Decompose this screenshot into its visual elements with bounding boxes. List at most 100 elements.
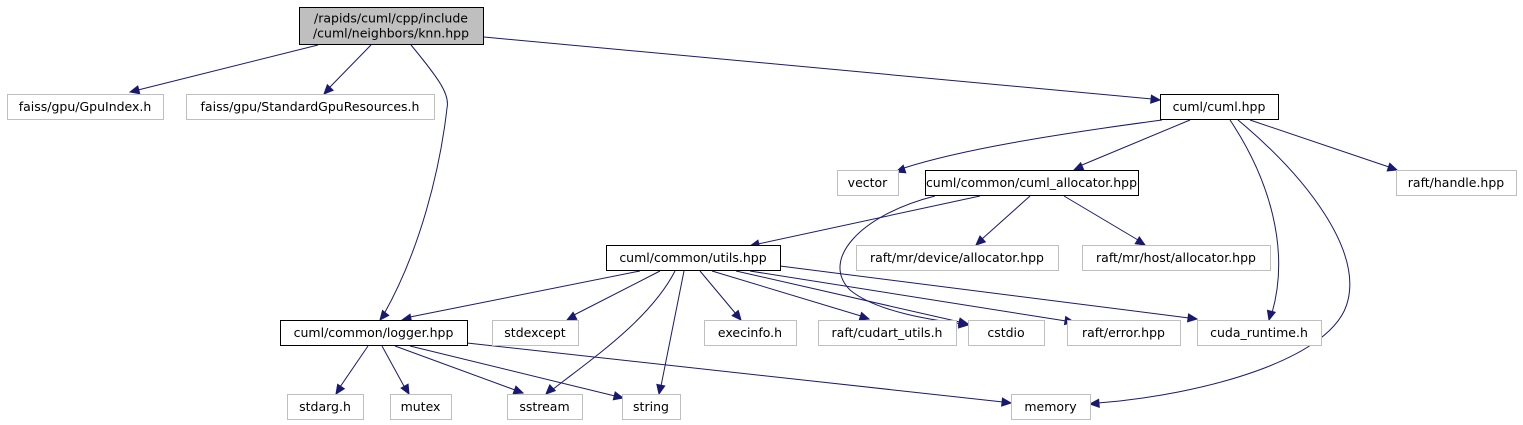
node-label: faiss/gpu/StandardGpuResources.h [201,99,420,114]
edge-utils-to-string [656,270,685,396]
edge-line [735,270,961,323]
arrowhead-icon [335,383,346,396]
edge-allocator-to-devalloc [975,195,1031,246]
arrowhead-icon [731,309,742,321]
node-label: cuml/common/cuml_allocator.hpp [926,175,1137,190]
arrowhead-icon [1150,94,1162,104]
edge-logger-to-stdarg [335,345,369,396]
node-label: raft/mr/device/allocator.hpp [870,250,1044,265]
arrowhead-icon [1072,161,1085,171]
arrowhead-icon [379,309,390,321]
edge-line [409,270,641,318]
node-label: vector [848,175,889,190]
node-box [1011,394,1091,420]
node-devalloc: raft/mr/device/allocator.hpp [856,245,1059,271]
node-box [507,394,583,420]
node-label: raft/handle.hpp [1408,175,1505,190]
edge-line [757,195,981,245]
edge-logger-to-mutex [381,345,410,396]
node-stdarg: stdarg.h [287,394,364,420]
node-utils[interactable]: cuml/common/utils.hpp [606,245,781,271]
node-box [622,394,681,420]
node-hostalloc: raft/mr/host/allocator.hpp [1082,245,1271,271]
edge-utils-to-logger [400,270,641,323]
arrowhead-icon [975,235,987,246]
arrowhead-icon [400,383,410,396]
arrowhead-icon [957,317,970,327]
node-box [492,320,579,346]
edge-utils-to-cudartutils [711,270,871,321]
node-stdexcept: stdexcept [492,320,579,346]
node-box [818,320,957,346]
node-box [1067,320,1181,346]
edges-layer [128,36,1399,408]
node-box [1396,170,1517,196]
edge-line [660,270,685,387]
edge-line [779,265,1190,319]
node-box [1197,320,1322,346]
edge-line [1229,119,1280,314]
node-label: /cuml/neighbors/knn.hpp [313,26,469,41]
edge-utils-to-sstream [545,270,676,395]
edge-line [839,195,964,325]
node-label: cstdio [987,325,1024,340]
edge-logger-to-sstream [394,345,525,395]
node-box [186,94,435,120]
edge-line [573,270,661,316]
node-label: raft/mr/host/allocator.hpp [1096,250,1256,265]
edge-line [1081,119,1191,166]
node-label: mutex [401,399,441,414]
node-cudartutils: raft/cudart_utils.h [818,320,957,346]
node-label: cuda_runtime.h [1210,325,1308,340]
node-label: faiss/gpu/GpuIndex.h [19,99,152,114]
node-mutex: mutex [390,394,452,420]
edge-line [1249,119,1390,168]
node-string: string [622,394,681,420]
node-label: memory [1024,399,1077,414]
node-label: cuml/common/utils.hpp [619,250,766,265]
edge-line [466,342,1004,403]
arrowhead-icon [1386,162,1399,172]
arrowhead-icon [858,311,871,321]
node-label: stdarg.h [299,399,351,414]
arrowhead-icon [323,83,335,95]
node-label: raft/cudart_utils.h [832,325,943,340]
node-box [287,394,364,420]
edge-cumlhpp-to-vector [894,119,1163,174]
edge-line [1097,119,1351,404]
edge-line [329,44,372,88]
node-box [1082,245,1271,271]
edge-line [981,195,1031,240]
arrowhead-icon [1186,313,1199,323]
edge-line [699,270,737,315]
node-logger[interactable]: cuml/common/logger.hpp [280,320,468,346]
edge-knn-to-cumlhpp [483,36,1162,104]
node-allocator[interactable]: cuml/common/cuml_allocator.hpp [925,170,1139,196]
node-knn[interactable]: /rapids/cuml/cpp/include/cuml/neighbors/… [299,7,484,45]
node-box [837,170,899,196]
edge-allocator-to-utils [748,195,981,249]
edge-utils-to-cstdio [735,270,970,327]
arrowhead-icon [612,391,625,401]
edge-utils-to-execinfo [699,270,742,321]
edge-cumlhpp-to-cudaruntime [1229,119,1280,322]
node-gpuindex: faiss/gpu/GpuIndex.h [7,94,164,120]
node-box [1160,94,1279,120]
edge-line [711,270,862,317]
edge-line [383,44,449,315]
edge-logger-to-string [409,345,625,401]
node-cudaruntime: cuda_runtime.h [1197,320,1322,346]
edge-allocator-to-hostalloc [1063,195,1147,246]
node-cumlhpp[interactable]: cuml/cuml.hpp [1160,94,1279,120]
node-box [968,320,1045,346]
arrowhead-icon [512,385,525,395]
edge-utils-to-rafterror [749,270,1076,326]
edge-line [394,345,516,391]
edge-cumlhpp-to-allocator [1072,119,1191,171]
edge-line [749,270,1067,322]
edge-line [409,345,616,397]
edge-cumlhpp-to-rafthandle [1249,119,1399,172]
node-box [704,320,797,346]
edge-line [551,270,676,391]
